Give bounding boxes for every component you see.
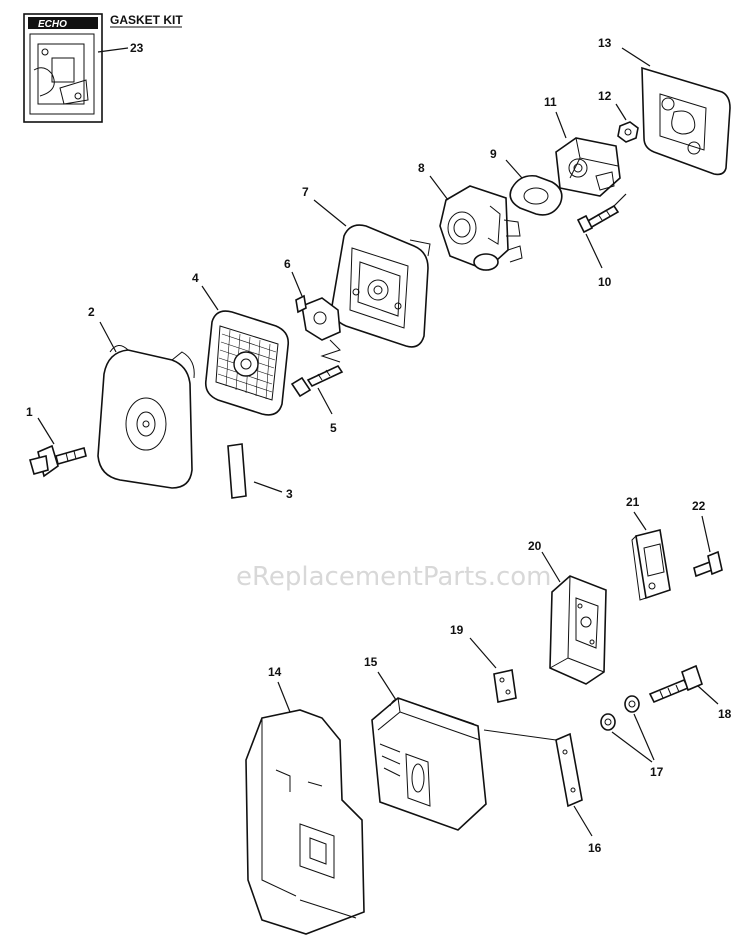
part-15-muffler <box>371 697 487 831</box>
callout-9: 9 <box>490 147 497 161</box>
part-6-choke <box>295 294 341 341</box>
part-21-bracket <box>631 529 671 601</box>
callout-18: 18 <box>718 707 732 721</box>
part-11-housing <box>555 137 621 197</box>
part-1-wing-bolt <box>29 444 87 478</box>
callout-1: 1 <box>26 405 33 419</box>
callout-16: 16 <box>588 841 602 855</box>
callout-11: 11 <box>544 95 557 109</box>
part-7-filter-base <box>331 224 431 348</box>
callout-22: 22 <box>692 499 706 513</box>
echo-logo-text: ECHO <box>38 19 67 30</box>
part-5-bolt <box>290 364 344 398</box>
callout-21: 21 <box>626 495 640 509</box>
part-19-plate <box>493 669 517 703</box>
callout-13: 13 <box>598 36 612 50</box>
callout-5: 5 <box>330 421 337 435</box>
part-10-screw <box>576 204 620 234</box>
part-20-muffler-cover <box>549 575 607 685</box>
callout-3: 3 <box>286 487 293 501</box>
callout-14: 14 <box>268 665 282 679</box>
callout-7: 7 <box>302 185 309 199</box>
callout-23: 23 <box>130 41 144 55</box>
part-22-screw <box>693 550 723 578</box>
watermark-text: eReplacementParts.com <box>236 562 552 592</box>
part-4-filter-element <box>204 310 290 416</box>
callout-4: 4 <box>192 271 199 285</box>
callout-19: 19 <box>450 623 464 637</box>
callout-12: 12 <box>598 89 612 103</box>
callout-8: 8 <box>418 161 425 175</box>
echo-logo <box>28 17 98 29</box>
callout-6: 6 <box>284 257 291 271</box>
gasket-kit-box: ECHO GASKET KIT 23 <box>23 13 183 123</box>
callout-2: 2 <box>88 305 95 319</box>
part-17-washers <box>600 695 640 731</box>
part-3-label <box>227 443 247 499</box>
gasket-kit-title: GASKET KIT <box>110 13 183 27</box>
part-12-nut <box>617 121 639 143</box>
part-18-bolt <box>648 664 703 704</box>
callout-17: 17 <box>650 765 664 779</box>
gasket-kit-illustration <box>29 33 95 115</box>
callout-10: 10 <box>598 275 612 289</box>
part-9-gasket <box>509 174 563 216</box>
part-14-shield <box>245 709 365 935</box>
part-13-gasket <box>641 66 731 176</box>
part-8-carburetor <box>439 185 523 271</box>
callout-15: 15 <box>364 655 378 669</box>
part-16-gasket <box>555 732 583 808</box>
part-2-cover <box>97 345 195 489</box>
callout-20: 20 <box>528 539 542 553</box>
